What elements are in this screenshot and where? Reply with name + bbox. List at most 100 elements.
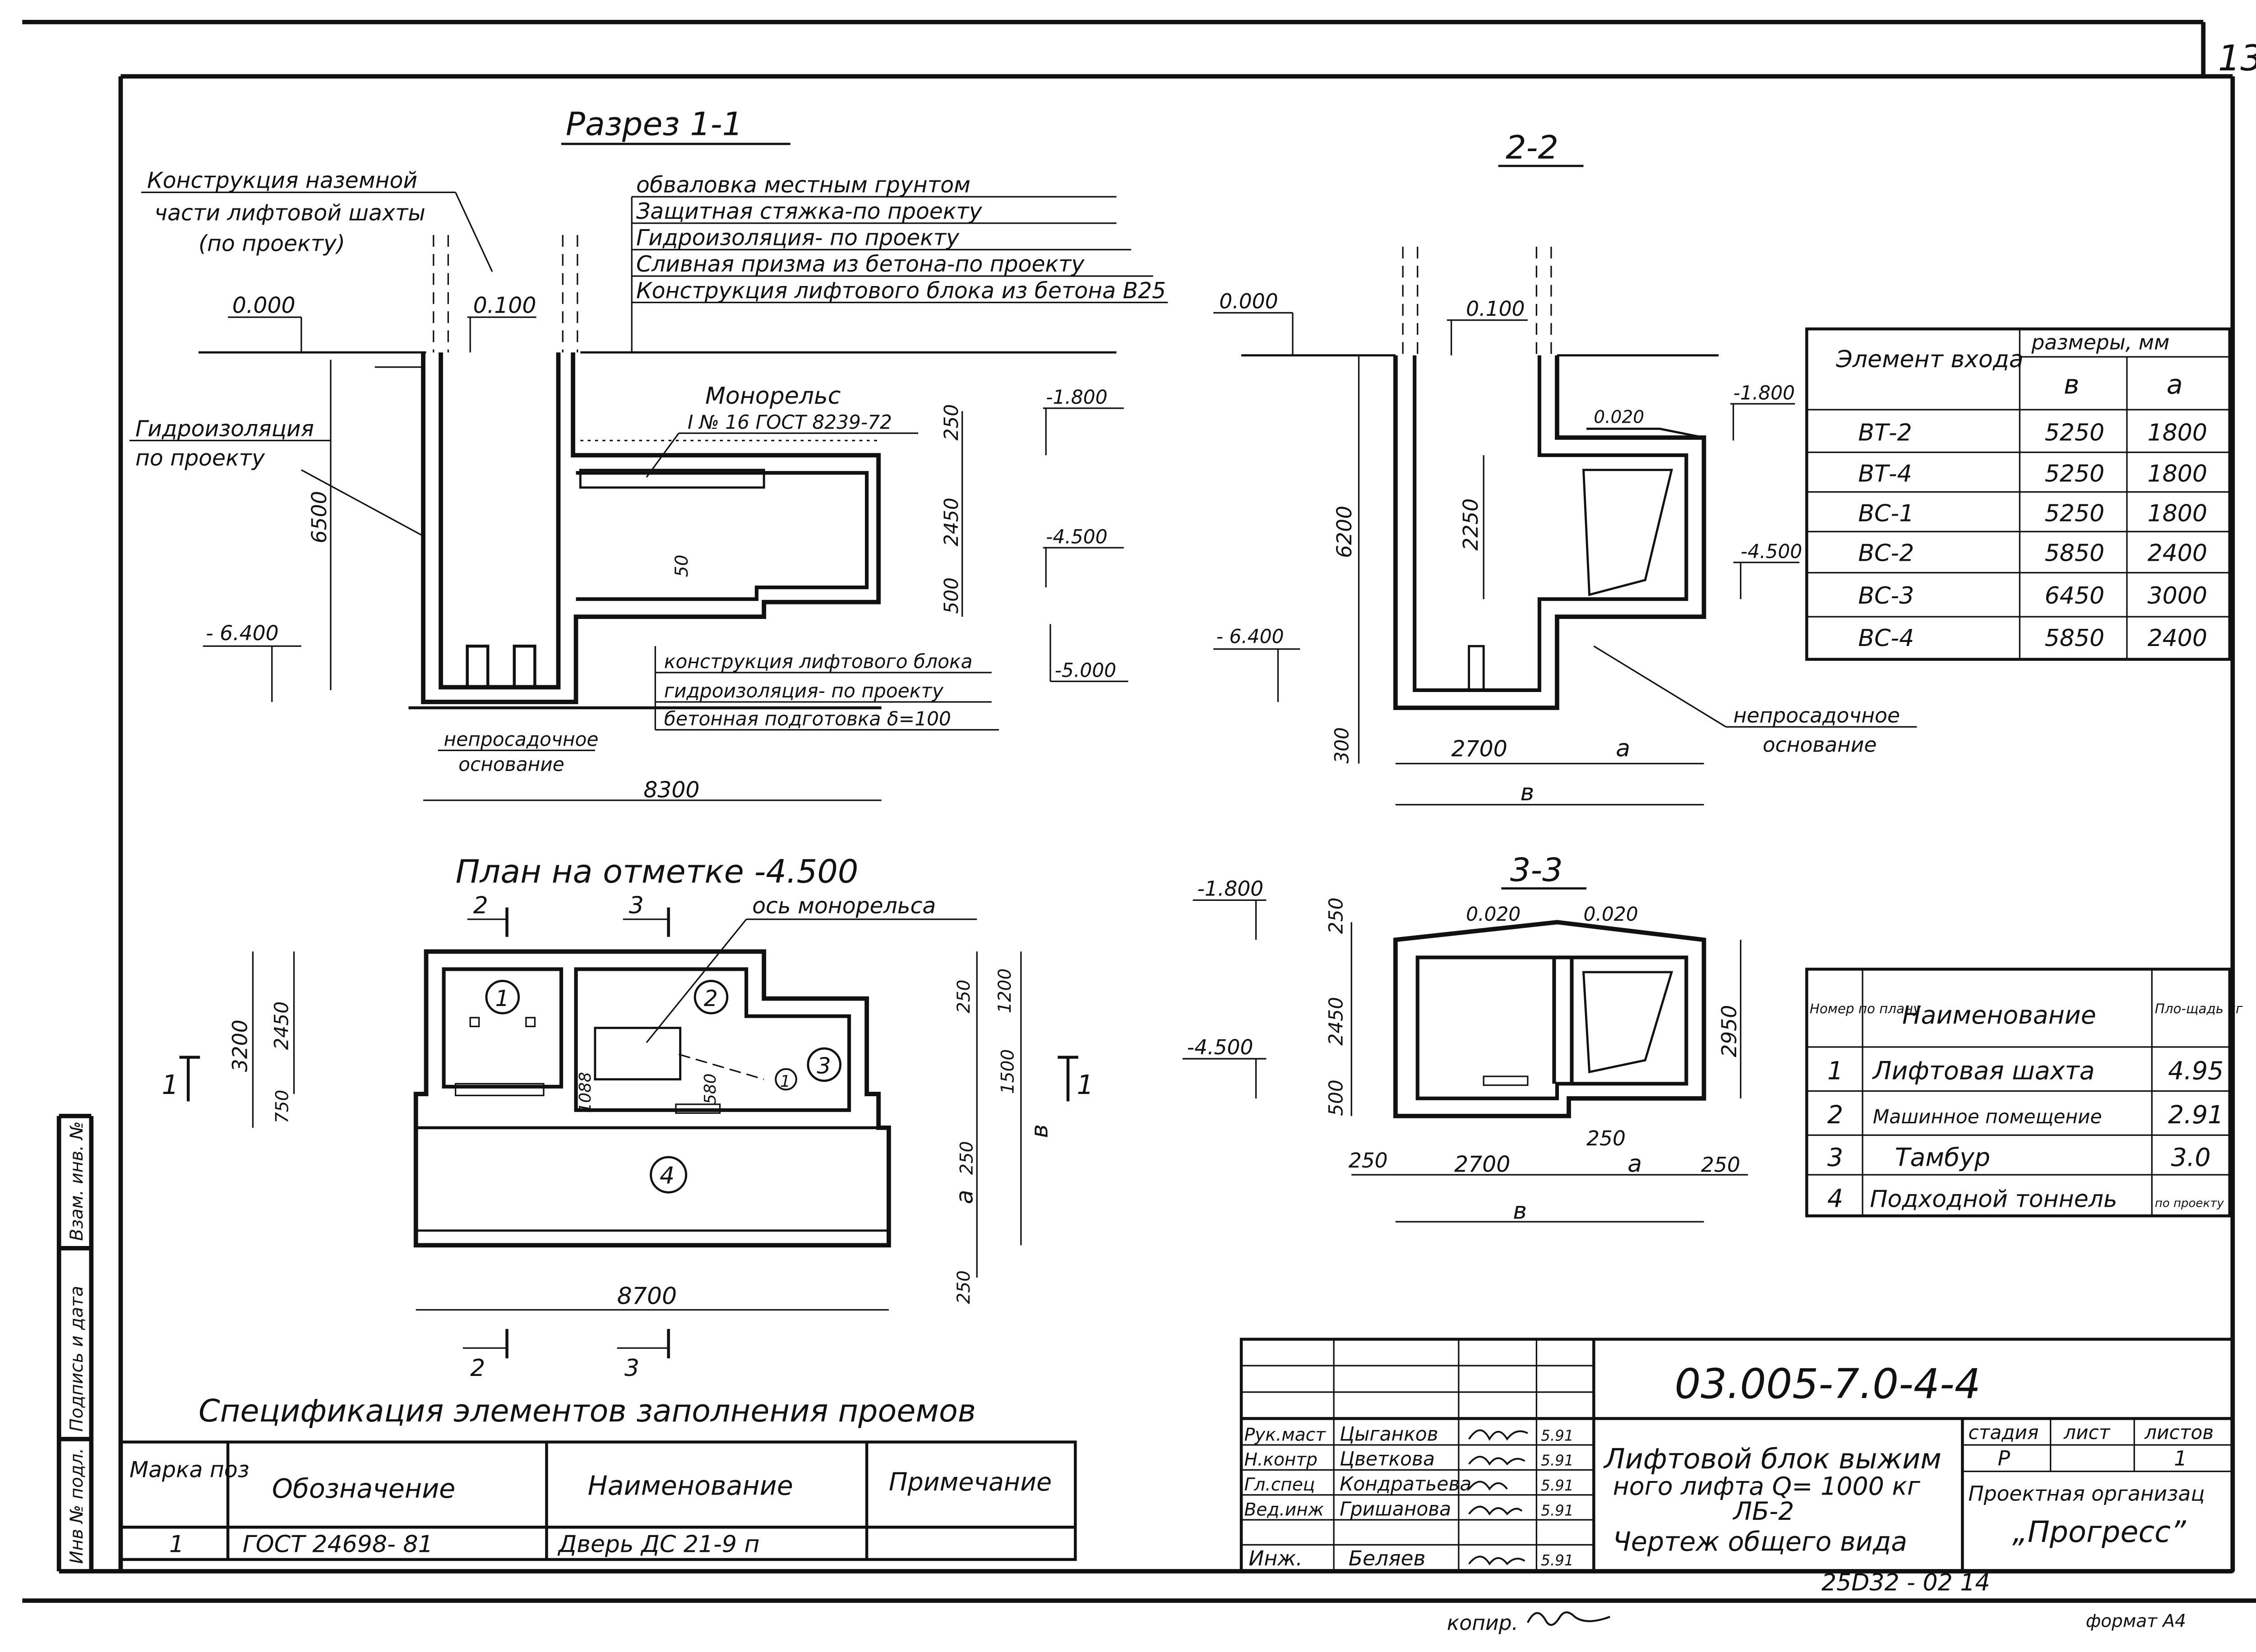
rooms-header-no: Номер по плану [1810, 1001, 1921, 1016]
spec-cell: 1 [169, 1531, 184, 1558]
room-4: 4 [660, 1163, 675, 1190]
entry-cell: 5250 [2045, 461, 2105, 488]
level-m4500-b: -4.500 [1741, 540, 1802, 563]
frame [22, 19, 2256, 1603]
title-name-3: ЛБ-2 [1733, 1497, 1794, 1526]
rooms-table: Номер по плану Наименование Пло-щадь кг … [1805, 968, 2243, 1218]
section-2-2-title: 2-2 [1506, 129, 1558, 166]
entry-row: ВТ-4 5250 1800 [1858, 461, 2207, 488]
non-subsiding-2-a: основание [458, 753, 564, 775]
plan: План на отметке -4.500 2 3 ось монорельс… [162, 853, 1094, 1382]
rooms-cell: 1 [1827, 1057, 1843, 1086]
spec-table: Спецификация элементов заполнения проемо… [119, 1394, 1077, 1561]
entry-header-size: размеры, мм [2031, 331, 2169, 355]
staff-role: Вед.инж [1244, 1500, 1324, 1520]
dim-6200: 6200 [1332, 506, 1356, 558]
staff-name: Цветкова [1340, 1448, 1435, 1470]
rooms-header-name: Наименование [1902, 1001, 2096, 1030]
non-subsiding-2-b: основание [1763, 733, 1877, 757]
monorail-axis-label: ось монорельса [752, 893, 936, 919]
side-stamp-inv: Инв № подл. [67, 1448, 87, 1564]
copier-label: копир. [1447, 1611, 1518, 1635]
dim-8300: 8300 [643, 777, 699, 803]
side-stamp-replace: Взам. инв. № [67, 1121, 87, 1241]
rooms-cell: Тамбур [1895, 1144, 1990, 1172]
entry-cell: 1800 [2147, 500, 2207, 527]
entry-row: ВТ-2 5250 1800 [1858, 420, 2207, 447]
dim-a-b: а [1616, 735, 1630, 762]
non-subsiding-1-b: непросадочное [1734, 704, 1900, 728]
entry-cell: 1800 [2147, 461, 2207, 488]
staff-role: Н.контр [1244, 1450, 1318, 1470]
section-2-2: 2-2 0.000 0.100 0.020 -1.800 -4.500 - 6.… [1213, 129, 1917, 806]
entry-row: ВС-3 6450 3000 [1858, 582, 2207, 609]
sheet-label: лист [2063, 1421, 2111, 1444]
entry-cell: 5250 [2045, 500, 2105, 527]
rooms-row: 3 Тамбур 3.0 [1827, 1144, 2211, 1172]
note-concrete-base: бетонная подготовка δ=100 [664, 708, 951, 730]
dim-250-3-3: 250 [1325, 898, 1347, 934]
entry-cell: 2400 [2147, 540, 2207, 567]
dim-a-plan: а [951, 1190, 978, 1204]
dim-250-plan-a: 250 [954, 979, 974, 1013]
dim-580: 580 [701, 1074, 720, 1104]
room-3: 3 [817, 1053, 831, 1079]
entry-cell: ВС-4 [1858, 625, 1914, 652]
staff-name: Цыганков [1340, 1423, 1438, 1445]
entry-cell: ВС-3 [1858, 582, 1914, 609]
layer-5: Конструкция лифтового блока из бетона В2… [636, 278, 1166, 304]
spec-header-note: Примечание [889, 1468, 1052, 1497]
section-1-1: Разрез 1-1 Конструкция наземной части ли… [129, 105, 1168, 803]
door-mark: 1 [780, 1072, 791, 1091]
dim-500-3-3: 500 [1325, 1080, 1347, 1116]
dim-1200: 1200 [995, 969, 1015, 1013]
ground-structure-line3: (по проекту) [199, 231, 345, 257]
dim-b-b: в [1521, 779, 1535, 806]
dim-b-plan: в [1026, 1124, 1053, 1138]
slope-2-2: 0.020 [1594, 407, 1644, 427]
plan-title: План на отметке -4.500 [456, 853, 859, 890]
entry-row: ВС-2 5850 2400 [1858, 540, 2207, 567]
rooms-row: 2 Машинное помещение 2.91 [1827, 1101, 2224, 1130]
org-name: „Прогресс” [2012, 1515, 2187, 1549]
layer-2: Защитная стяжка-по проекту [636, 198, 983, 224]
entry-table: Элемент входа размеры, мм в а ВТ-2 5250 … [1805, 327, 2232, 661]
level-m6400-a: - 6.400 [206, 621, 278, 645]
spec-title: Спецификация элементов заполнения проемо… [199, 1394, 976, 1429]
monorail-profile: I № 16 ГОСТ 8239-72 [688, 411, 892, 433]
staff-name: Кондратьева [1340, 1473, 1471, 1495]
org-label: Проектная организац [1968, 1482, 2205, 1506]
stage-label: стадия [1968, 1421, 2039, 1444]
level-m4500-a: -4.500 [1046, 526, 1107, 548]
entry-cell: 6450 [2045, 582, 2105, 609]
entry-cell: 1800 [2147, 420, 2207, 447]
room-2: 2 [704, 986, 718, 1011]
staff-role: Инж. [1248, 1546, 1302, 1570]
entry-header-a: а [2167, 369, 2183, 400]
spec-header-designation: Обозначение [272, 1473, 455, 1504]
staff-name: Беляев [1349, 1546, 1426, 1570]
signatures [1468, 1429, 1528, 1566]
plan-cut-2-bottom: 2 [470, 1355, 485, 1382]
layer-3: Гидроизоляция- по проекту [636, 225, 960, 251]
staff-row: Рук.маст Цыганков 5.91 [1244, 1423, 1574, 1445]
entry-row: ВС-4 5850 2400 [1858, 625, 2207, 652]
waterproofing-1: Гидроизоляция [135, 416, 314, 442]
dim-250-b2: 250 [1586, 1126, 1626, 1150]
spec-cell: ГОСТ 24698- 81 [243, 1531, 433, 1558]
entry-cell: 5850 [2045, 540, 2105, 567]
level-m1800-b: -1.800 [1734, 382, 1795, 404]
level-0000-b: 0.000 [1219, 290, 1278, 314]
level-m4500-c: -4.500 [1187, 1035, 1253, 1059]
rooms-header-area: Пло-щадь кг [2155, 1001, 2243, 1016]
rooms-cell: 2.91 [2168, 1101, 2224, 1130]
dim-8700: 8700 [617, 1283, 677, 1310]
inventory-number: 25D32 - 02 14 [1821, 1569, 1990, 1596]
entry-cell: ВТ-4 [1858, 461, 1912, 488]
room-1: 1 [495, 986, 509, 1011]
entry-cell: 2400 [2147, 625, 2207, 652]
spec-row: 1 ГОСТ 24698- 81 Дверь ДС 21-9 п [169, 1531, 760, 1558]
ground-structure-line2: части лифтовой шахты [154, 200, 425, 226]
staff-row: Инж. Беляев 5.91 [1248, 1546, 1573, 1570]
